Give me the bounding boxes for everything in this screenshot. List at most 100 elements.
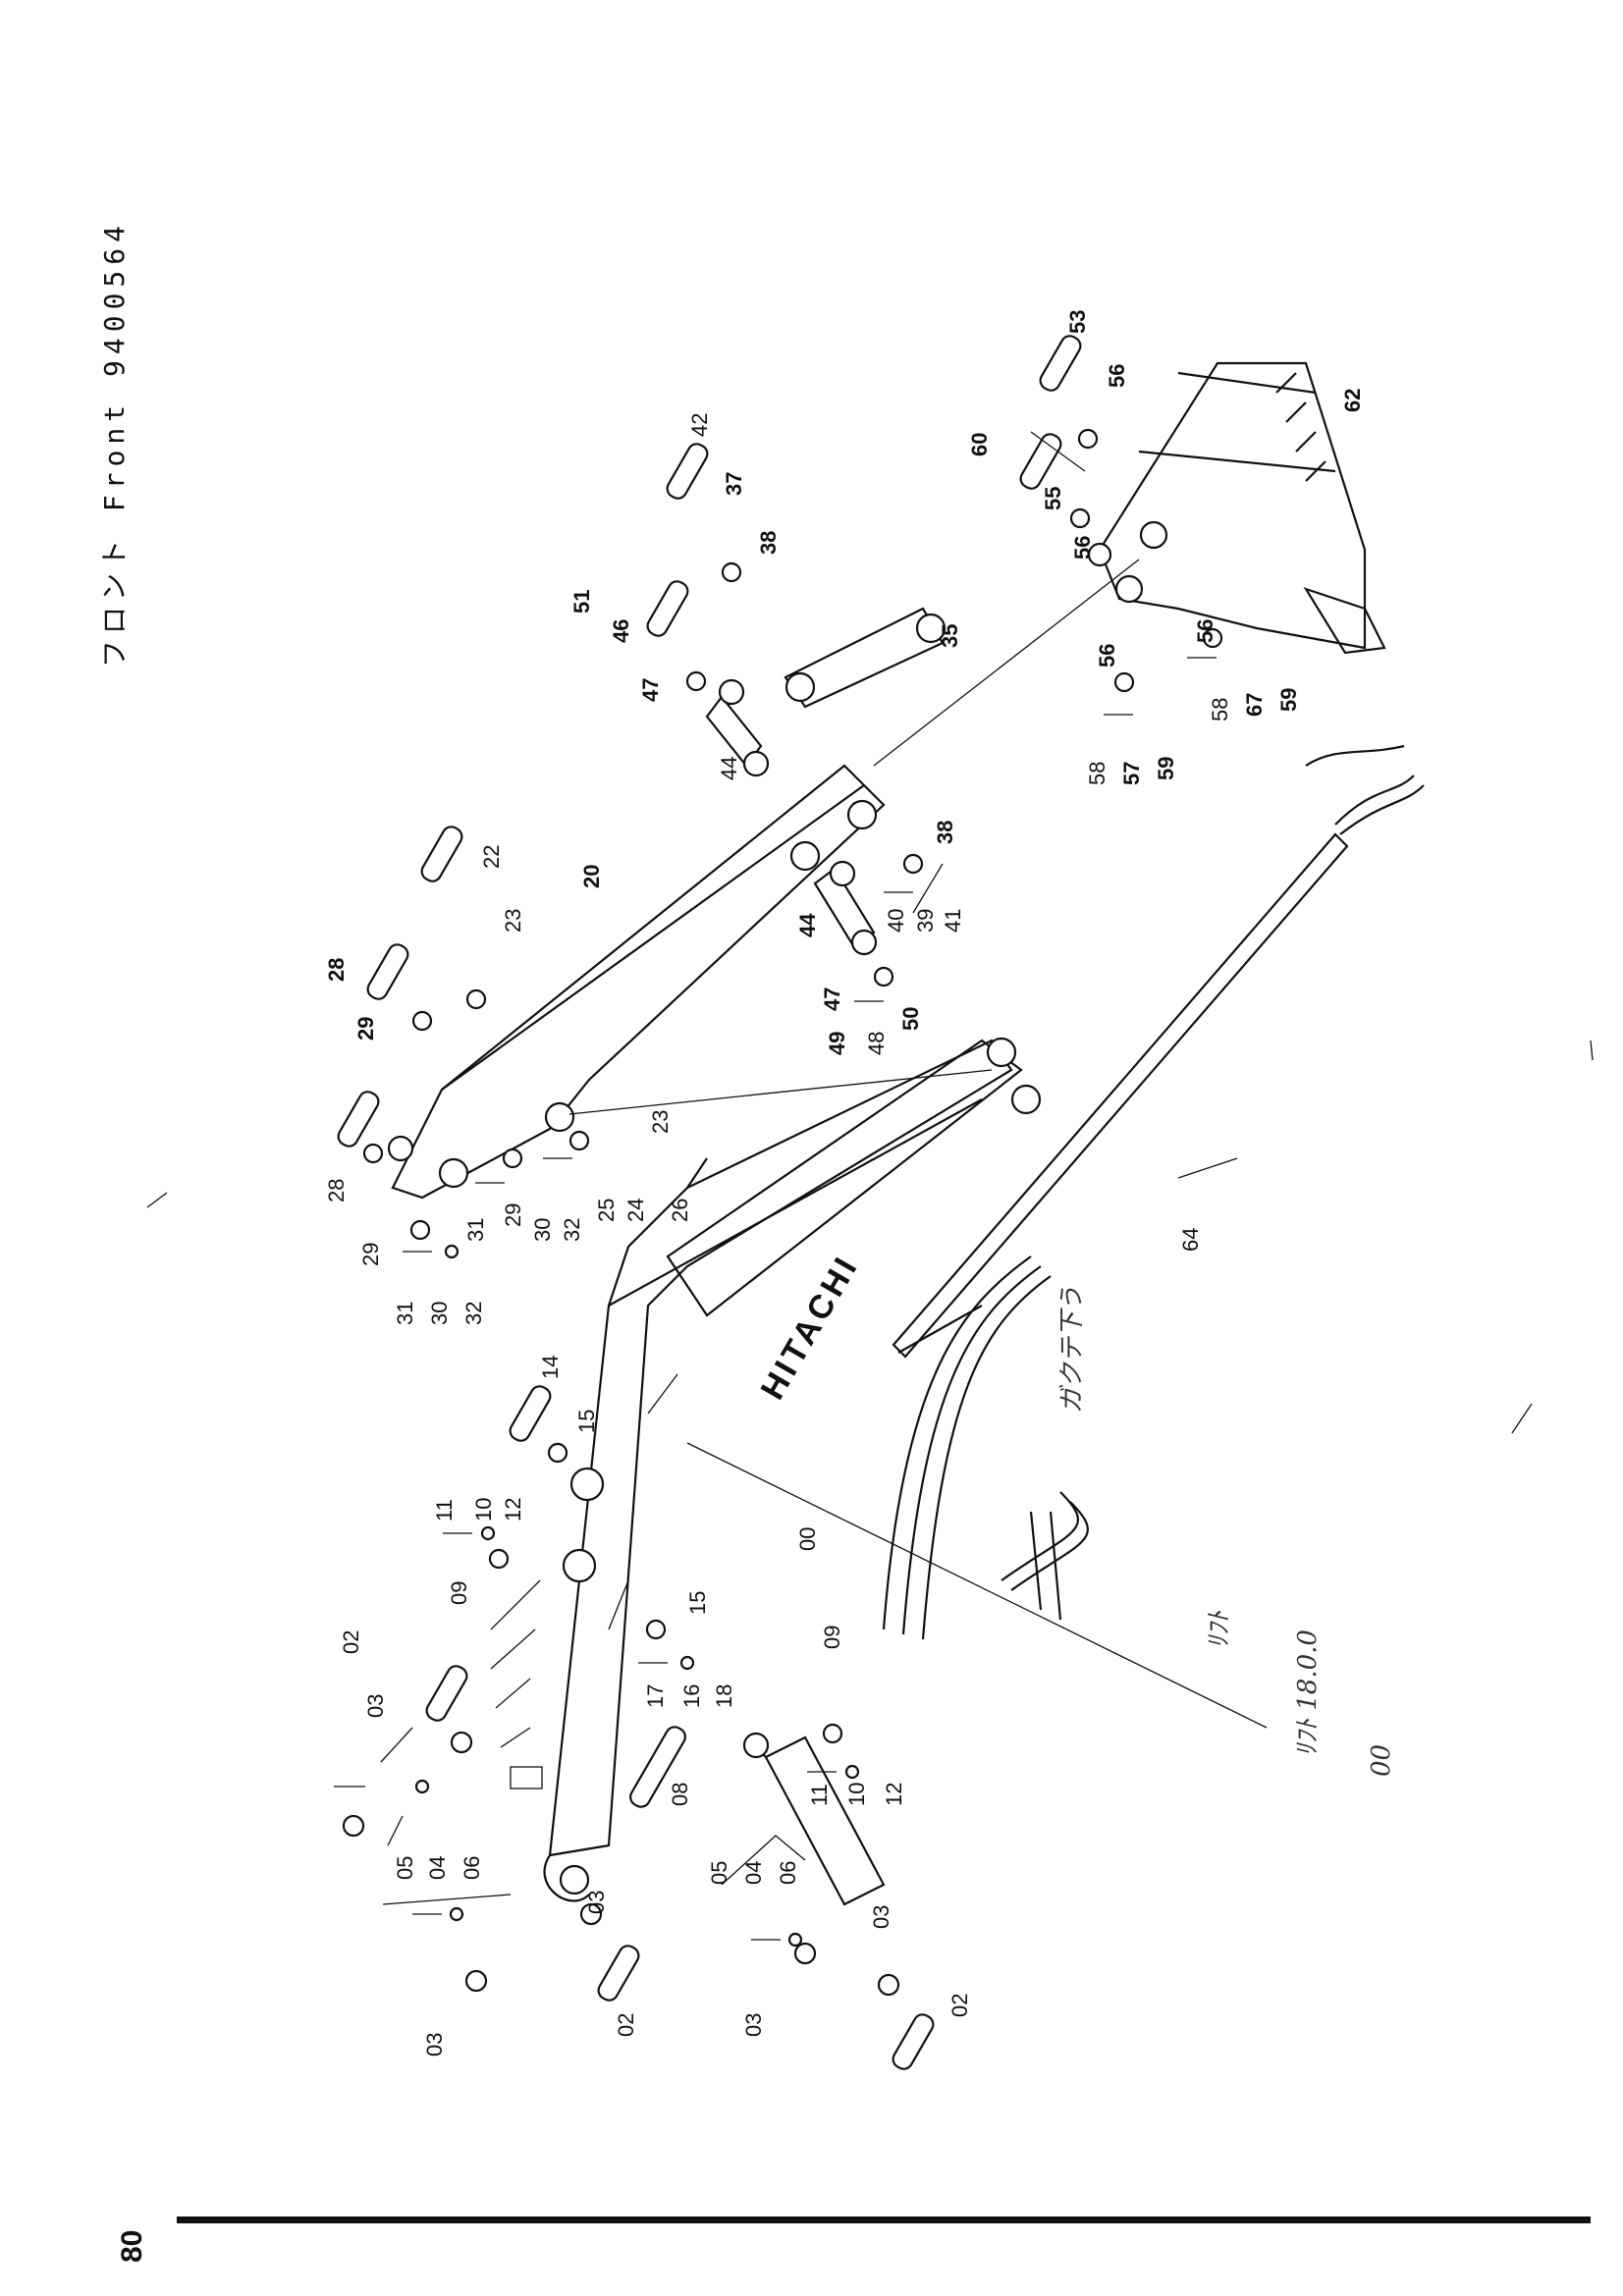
label-40: 40 xyxy=(884,909,908,933)
handwritten-note: ﾘﾌﾄ xyxy=(1205,1610,1234,1649)
label-30: 30 xyxy=(530,1218,555,1242)
label-58: 58 xyxy=(1085,762,1109,785)
boom-cylinder xyxy=(742,1732,886,1906)
footer-rule xyxy=(177,2216,1591,2223)
label-09: 09 xyxy=(820,1626,844,1649)
label-11: 11 xyxy=(807,1784,832,1806)
label-56: 56 xyxy=(1070,536,1095,560)
boom xyxy=(490,1039,1013,1902)
logo-text: HITACHI xyxy=(754,1249,867,1406)
label-05: 05 xyxy=(393,1856,417,1880)
label-29: 29 xyxy=(358,1243,383,1266)
link-35 xyxy=(784,607,947,709)
label-24: 24 xyxy=(623,1199,648,1222)
label-12: 12 xyxy=(882,1783,906,1806)
label-28: 28 xyxy=(324,958,349,982)
label-03: 03 xyxy=(363,1694,388,1718)
hydraulic-hoses xyxy=(882,744,1425,1640)
label-12: 12 xyxy=(501,1498,525,1522)
label-02: 02 xyxy=(947,1994,972,2017)
label-04: 04 xyxy=(425,1856,450,1880)
label-03: 03 xyxy=(741,2013,766,2037)
label-23: 23 xyxy=(501,909,525,933)
cylinder-64 xyxy=(892,832,1349,1359)
label-28: 28 xyxy=(324,1179,349,1202)
label-51: 51 xyxy=(569,590,594,614)
label-14: 14 xyxy=(538,1356,563,1379)
label-22: 22 xyxy=(479,845,504,869)
label-23: 23 xyxy=(648,1110,673,1134)
label-44: 44 xyxy=(795,913,820,937)
label-32: 32 xyxy=(461,1302,486,1325)
label-02: 02 xyxy=(339,1630,363,1654)
label-59: 59 xyxy=(1154,757,1178,780)
handwritten-note: ガクテ下う xyxy=(1057,1286,1087,1414)
label-03: 03 xyxy=(422,2033,447,2056)
label-29: 29 xyxy=(353,1017,378,1041)
label-58: 58 xyxy=(1208,698,1232,721)
label-10: 10 xyxy=(844,1783,869,1806)
label-55: 55 xyxy=(1041,487,1065,510)
label-29: 29 xyxy=(501,1203,525,1227)
label-31: 31 xyxy=(393,1302,417,1325)
link-44-lower xyxy=(813,860,878,956)
label-15: 15 xyxy=(685,1591,710,1615)
label-04: 04 xyxy=(741,1861,766,1885)
label-16: 16 xyxy=(679,1684,704,1708)
washers xyxy=(342,428,1223,1997)
label-62: 62 xyxy=(1340,389,1365,412)
label-53: 53 xyxy=(1065,310,1090,334)
label-18: 18 xyxy=(712,1684,736,1708)
label-42: 42 xyxy=(687,413,712,437)
arm xyxy=(387,764,886,1200)
leader-lines xyxy=(380,431,1268,1905)
bolts xyxy=(334,657,1217,1948)
label-46: 46 xyxy=(609,619,633,643)
label-03: 03 xyxy=(584,1891,609,1914)
label-25: 25 xyxy=(594,1199,619,1222)
label-06: 06 xyxy=(460,1856,484,1880)
label-44: 44 xyxy=(717,757,741,780)
link-44-upper xyxy=(705,678,770,777)
handwritten-note: 00 xyxy=(1367,1744,1396,1777)
pins xyxy=(337,335,1082,2070)
label-60: 60 xyxy=(967,433,992,456)
handwritten-notes: ガクテ下う ﾘﾌﾄ ﾘﾌﾄ 18.0.0 00 xyxy=(146,1040,1594,1777)
label-41: 41 xyxy=(941,909,965,933)
label-47: 47 xyxy=(638,678,663,702)
label-30: 30 xyxy=(427,1302,452,1325)
label-20: 20 xyxy=(579,865,604,888)
handwritten-note: ﾘﾌﾄ 18.0.0 xyxy=(1293,1629,1323,1757)
label-06: 06 xyxy=(776,1861,800,1885)
label-31: 31 xyxy=(463,1218,488,1242)
label-17: 17 xyxy=(643,1684,668,1708)
label-38: 38 xyxy=(756,531,781,555)
label-57: 57 xyxy=(1119,762,1144,785)
label-11: 11 xyxy=(432,1499,457,1522)
label-48: 48 xyxy=(864,1032,889,1055)
label-37: 37 xyxy=(722,472,746,496)
label-02: 02 xyxy=(614,2013,638,2037)
label-15: 15 xyxy=(574,1410,599,1433)
label-56: 56 xyxy=(1095,644,1119,667)
label-35: 35 xyxy=(938,624,962,648)
label-39: 39 xyxy=(913,909,938,933)
label-64: 64 xyxy=(1178,1228,1203,1252)
label-38: 38 xyxy=(933,821,957,844)
label-47: 47 xyxy=(820,988,844,1011)
label-49: 49 xyxy=(825,1032,849,1055)
label-67: 67 xyxy=(1242,693,1267,717)
label-03: 03 xyxy=(869,1905,893,1929)
label-50: 50 xyxy=(898,1007,923,1031)
label-32: 32 xyxy=(560,1218,584,1242)
label-09: 09 xyxy=(447,1581,471,1605)
label-26: 26 xyxy=(668,1199,692,1222)
bucket xyxy=(1087,361,1386,655)
label-08: 08 xyxy=(668,1783,692,1806)
label-boom-00: 00 xyxy=(795,1527,820,1551)
label-59: 59 xyxy=(1276,688,1301,712)
label-56: 56 xyxy=(1105,364,1129,388)
label-10: 10 xyxy=(471,1498,496,1522)
